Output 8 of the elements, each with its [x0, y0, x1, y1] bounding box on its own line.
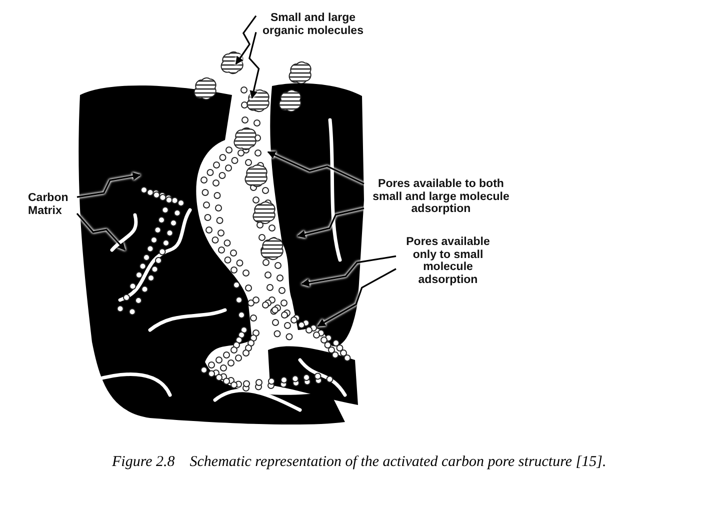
callout-text: Pores available only to small molecule adsorption [405, 236, 491, 287]
leader-arrow [267, 151, 364, 184]
callout-text: Pores available to both small and large molecule adsorption [372, 178, 510, 216]
callout-text: Carbon Matrix [28, 192, 70, 218]
leader-arrow [235, 15, 257, 65]
figure-caption: Figure 2.8 Schematic representation of the activated carbon pore structure [15]. [112, 454, 606, 471]
leader-arrow [248, 32, 260, 99]
callout-text: Small and large organic molecules [262, 12, 364, 38]
